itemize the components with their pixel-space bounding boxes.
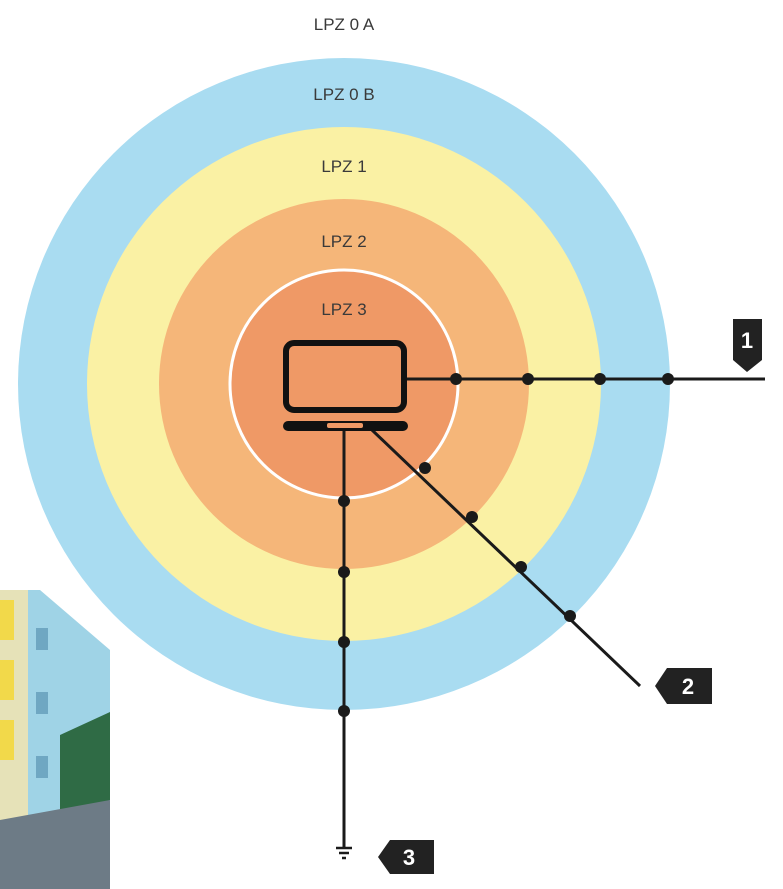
zone-label-lpz3: LPZ 3 xyxy=(321,300,366,319)
laptop-icon xyxy=(283,340,408,431)
junction-dot xyxy=(515,561,527,573)
zone-label-lpz1: LPZ 1 xyxy=(321,157,366,176)
junction-dot xyxy=(466,511,478,523)
callout-1-number: 1 xyxy=(741,328,753,353)
junction-dot xyxy=(419,462,431,474)
building-illustration xyxy=(0,590,110,889)
junction-dot xyxy=(450,373,462,385)
junction-dot xyxy=(338,636,350,648)
callout-3-number: 3 xyxy=(403,845,415,870)
callout-1: 1 xyxy=(733,319,762,372)
zone-label-lpz2: LPZ 2 xyxy=(321,232,366,251)
junction-dot xyxy=(662,373,674,385)
junction-dots xyxy=(338,373,674,717)
zone-label-lpz0b: LPZ 0 B xyxy=(313,85,374,104)
zone-label-lpz0a: LPZ 0 A xyxy=(314,15,375,34)
junction-dot xyxy=(564,610,576,622)
junction-dot xyxy=(522,373,534,385)
junction-dot xyxy=(338,566,350,578)
callout-2: 2 xyxy=(655,668,712,704)
callout-3: 3 xyxy=(378,840,434,874)
data-line xyxy=(370,428,642,688)
callout-2-number: 2 xyxy=(682,674,694,699)
junction-dot xyxy=(338,495,350,507)
junction-dot xyxy=(594,373,606,385)
junction-dot xyxy=(338,705,350,717)
ground-icon xyxy=(336,846,352,860)
